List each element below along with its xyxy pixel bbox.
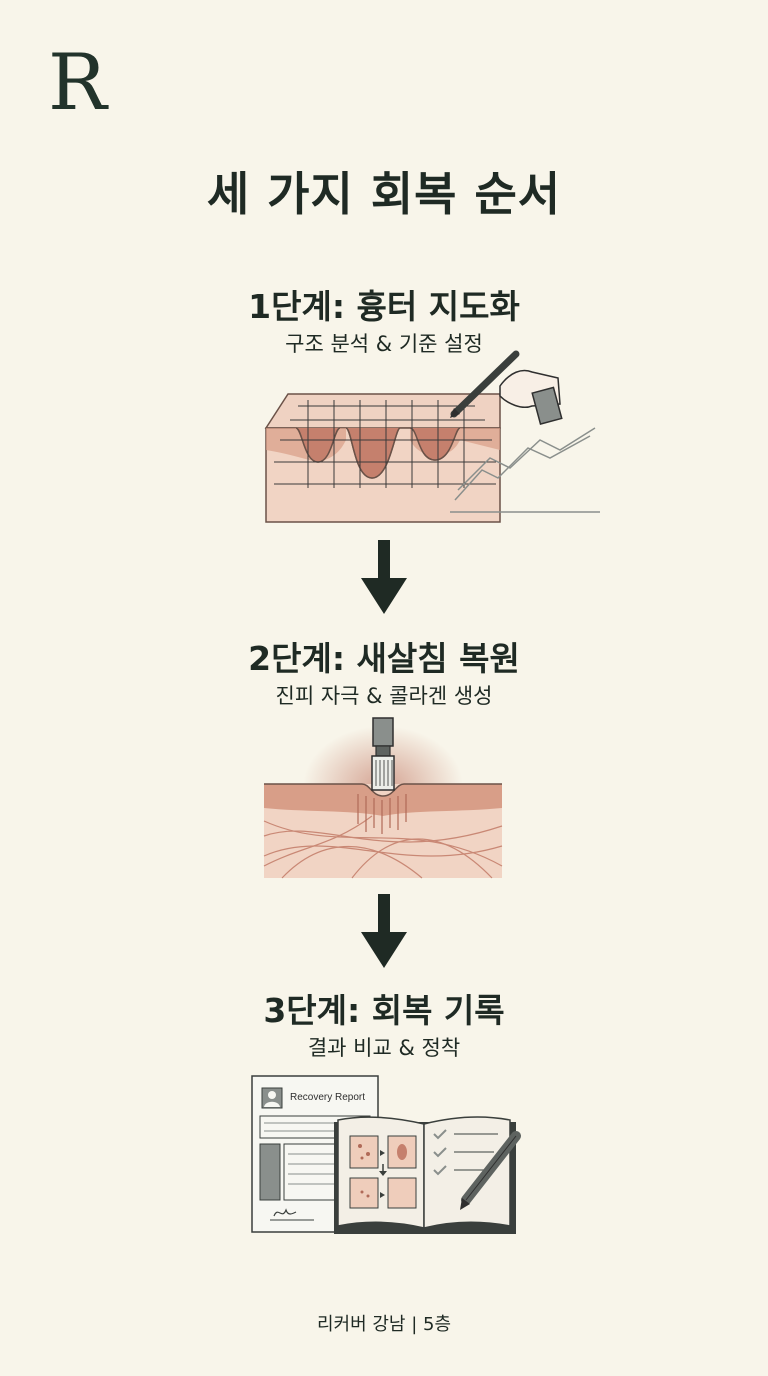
- step-3-title: 3단계: 회복 기록: [263, 991, 505, 1030]
- report-label: Recovery Report: [290, 1092, 366, 1103]
- step-2-subtitle: 진피 자극 & 콜라겐 생성: [275, 684, 493, 708]
- recovery-record-illustration: Recovery Report: [248, 1074, 526, 1240]
- step-1-subtitle: 구조 분석 & 기준 설정: [285, 332, 483, 356]
- step-1-title: 1단계: 흉터 지도화: [248, 287, 520, 326]
- arrow-down-icon: [361, 540, 407, 614]
- footer-location: 리커버 강남 | 5층: [316, 1314, 452, 1335]
- pen-icon: [450, 350, 520, 418]
- hand-icon: [499, 369, 563, 425]
- step-2-title: 2단계: 새살침 복원: [248, 639, 520, 678]
- step-3-subtitle: 결과 비교 & 정착: [307, 1036, 461, 1060]
- needle-icon: [371, 717, 395, 791]
- page-title: 세 가지 회복 순서: [206, 167, 562, 221]
- checkmark-icon: [433, 1129, 447, 1176]
- pen-icon: [460, 1131, 521, 1210]
- brand-logo: R: [48, 38, 107, 128]
- arrow-down-icon: [361, 894, 407, 968]
- avatar-icon: [261, 1087, 283, 1109]
- scar-mapping-illustration: [264, 350, 600, 523]
- needle-treatment-illustration: [263, 717, 503, 879]
